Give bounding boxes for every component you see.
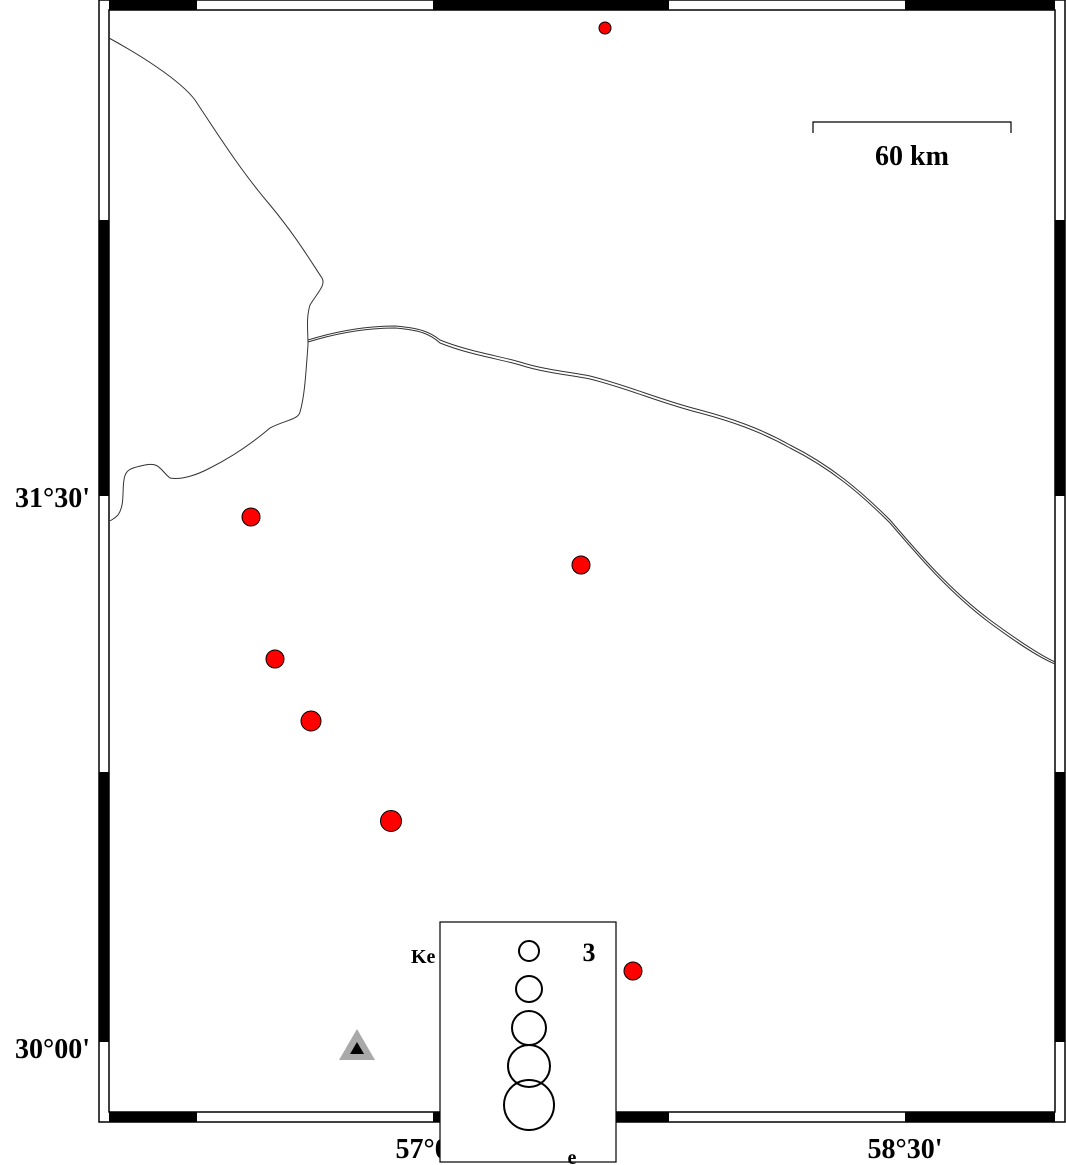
- event-marker[interactable]: [241, 507, 261, 527]
- event-marker[interactable]: [265, 649, 285, 669]
- legend-partial-label: Ke: [411, 946, 436, 968]
- lat-label-31-30: 31°30': [15, 483, 90, 514]
- legend-magnitude-label: 3: [583, 938, 596, 967]
- event-marker[interactable]: [623, 961, 643, 981]
- legend-circle: [518, 940, 540, 962]
- legend-circle: [503, 1079, 555, 1131]
- lat-label-30-00: 30°00': [15, 1034, 90, 1065]
- station-marker[interactable]: [339, 1029, 375, 1060]
- province-borders: [108, 37, 1056, 665]
- event-marker[interactable]: [300, 710, 322, 732]
- event-marker[interactable]: [571, 555, 591, 575]
- lon-label-58-30: 58°30': [868, 1134, 943, 1165]
- border-line-northwest: [108, 37, 324, 522]
- legend-box: [439, 921, 617, 1163]
- station-inner-triangle-icon: [350, 1042, 364, 1054]
- event-marker[interactable]: [380, 810, 402, 832]
- legend-circle: [507, 1044, 551, 1088]
- scale-bar: 60 km: [812, 121, 1012, 172]
- event-marker[interactable]: [598, 21, 612, 35]
- scale-bar-label: 60 km: [875, 141, 949, 172]
- border-line-east-a: [307, 325, 1056, 663]
- legend-bottom-partial-label: e: [568, 1147, 577, 1165]
- earthquake-events: [241, 21, 643, 981]
- legend-circle: [515, 975, 543, 1003]
- magnitude-legend: 3 e: [439, 921, 617, 1165]
- border-line-east-b: [307, 327, 1056, 665]
